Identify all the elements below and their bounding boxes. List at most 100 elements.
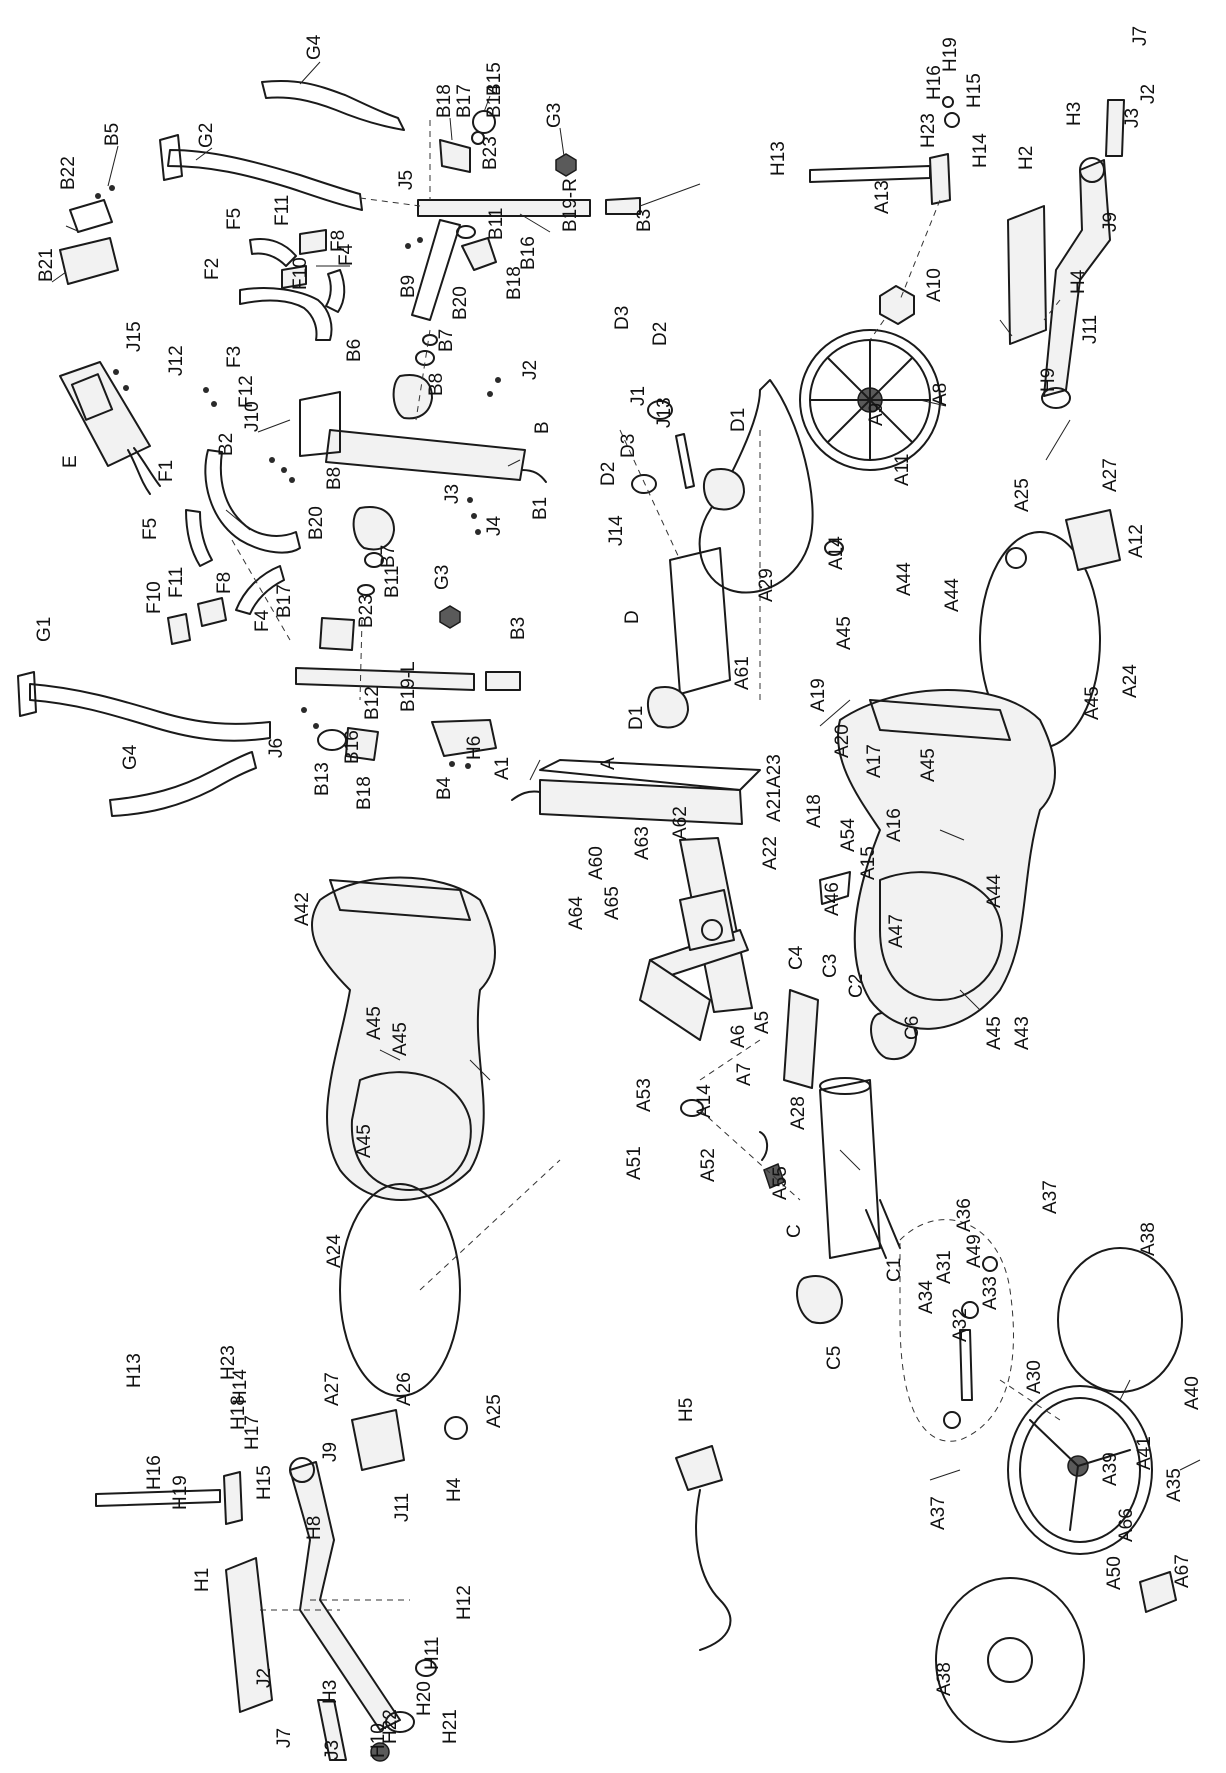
part-callout-label: H17 [242, 1415, 263, 1450]
part-h14-hub [929, 153, 951, 205]
part-e-console-screen [70, 373, 114, 421]
part-callout-label: B14 [484, 84, 505, 118]
part-callout-label: G2 [196, 123, 217, 148]
upper-handlebar-assembly [17, 79, 641, 817]
part-f1-handlebar [204, 449, 301, 554]
part-h5-cable [695, 1489, 732, 1651]
part-a-frame-top [539, 759, 761, 791]
part-callout-label: A22 [760, 836, 781, 870]
part-callout-label: A44 [984, 874, 1005, 908]
part-callout-label: G3 [432, 565, 453, 590]
part-callout-label: A29 [756, 568, 777, 602]
part-a60-motor [679, 889, 735, 951]
part-callout-label: A45 [1082, 686, 1103, 720]
part-g4-lower-grip [109, 751, 257, 817]
part-callout-label: H20 [414, 1681, 435, 1716]
part-b19-left-tube [295, 667, 475, 691]
part-callout-label: B23 [356, 594, 377, 628]
left-shroud-a42 [310, 876, 496, 1201]
part-callout-label: J15 [124, 321, 145, 352]
part-callout-label: H13 [124, 1353, 145, 1388]
part-b14-washer [471, 131, 485, 145]
part-f11-upper-sensor [299, 229, 327, 255]
part-callout-label: J10 [242, 401, 263, 432]
part-a28-spring [759, 1131, 768, 1161]
part-a42-shroud [310, 876, 496, 1201]
part-callout-label: A11 [892, 454, 913, 486]
part-callout-label: A33 [980, 1276, 1001, 1310]
part-g3-lower-knob [439, 605, 461, 629]
part-b20-washer [422, 334, 438, 346]
part-callout-label: B18 [504, 266, 525, 300]
part-f11-lower-sensor [197, 597, 227, 627]
part-callout-label: D3 [618, 434, 639, 458]
part-callout-label: B19-L [398, 661, 419, 712]
part-callout-label: A1 [492, 757, 513, 780]
part-callout-label: A38 [1138, 1222, 1159, 1256]
part-callout-label: A38 [934, 1662, 955, 1696]
part-a50-hub [987, 1637, 1033, 1683]
part-callout-label: H18 [228, 1395, 249, 1430]
part-callout-label: A21 [764, 788, 785, 822]
part-a24-lower-disc [339, 1183, 461, 1397]
part-callout-label: F4 [252, 609, 273, 632]
part-e-console [59, 361, 151, 467]
part-callout-label: A54 [838, 818, 859, 852]
part-callout-label: B8 [324, 467, 345, 490]
part-callout-label: H15 [964, 73, 985, 108]
part-callout-label: C [784, 1224, 805, 1238]
part-a25-upper-nut [1005, 547, 1027, 569]
part-callout-label: J11 [392, 1493, 413, 1522]
part-callout-label: H16 [144, 1455, 165, 1490]
part-a-frame-base [639, 959, 711, 1041]
part-a49-bearing [961, 1301, 979, 1319]
part-b22-bracket [69, 199, 113, 233]
part-b-mast [325, 429, 526, 481]
part-f4-upper-grip [325, 269, 346, 313]
part-callout-label: H19 [940, 37, 961, 72]
part-callout-label: A31 [934, 1250, 955, 1284]
part-a60-motor-gear [701, 919, 723, 941]
part-callout-label: B1 [530, 497, 551, 520]
part-a29-belt [698, 379, 814, 594]
part-callout-label: G4 [304, 34, 325, 60]
part-a30-flywheel [1007, 1385, 1153, 1555]
part-callout-label: A13 [872, 180, 893, 214]
part-callout-label: B23 [480, 136, 501, 170]
part-a42-shroud-rim [350, 1071, 472, 1191]
part-callout-label: A27 [322, 1372, 343, 1406]
part-callout-label: F8 [214, 572, 235, 594]
main-frame-assembly [511, 759, 917, 1324]
part-callout-label: A36 [954, 1198, 975, 1232]
part-a25-lower-nut [444, 1416, 468, 1440]
part-callout-label: A35 [1164, 1468, 1185, 1502]
part-f2-handlebar [239, 287, 333, 341]
part-callout-label: A17 [864, 744, 885, 778]
part-callout-label: B15 [484, 62, 505, 96]
part-callout-label: G1 [34, 617, 55, 642]
part-callout-label: A45 [984, 1016, 1005, 1050]
part-callout-label: F3 [224, 346, 245, 368]
part-d1-lower-cap [647, 686, 689, 729]
part-h6-bracket [431, 719, 497, 757]
part-callout-label: D1 [728, 408, 749, 432]
part-c1-bolts [865, 1199, 901, 1259]
part-callout-label: B12 [362, 686, 383, 720]
part-callout-label: B8 [426, 373, 447, 396]
part-a-frame-foot [783, 989, 819, 1089]
part-e-console-cables [127, 447, 161, 495]
part-callout-label: J2 [1138, 84, 1159, 104]
part-callout-label: A43 [1012, 1016, 1033, 1050]
part-callout-label: C2 [846, 974, 867, 998]
part-callout-label: B19-R [560, 178, 581, 232]
part-callout-label: J3 [1122, 108, 1143, 128]
part-callout-label: B6 [344, 339, 365, 362]
part-callout-label: F8 [328, 230, 349, 252]
part-callout-label: H10 [368, 1723, 389, 1758]
part-callout-label: B3 [508, 617, 529, 640]
part-a-frame-upright [539, 779, 743, 825]
part-callout-label: A52 [698, 1148, 719, 1182]
part-callout-label: E [60, 455, 81, 468]
